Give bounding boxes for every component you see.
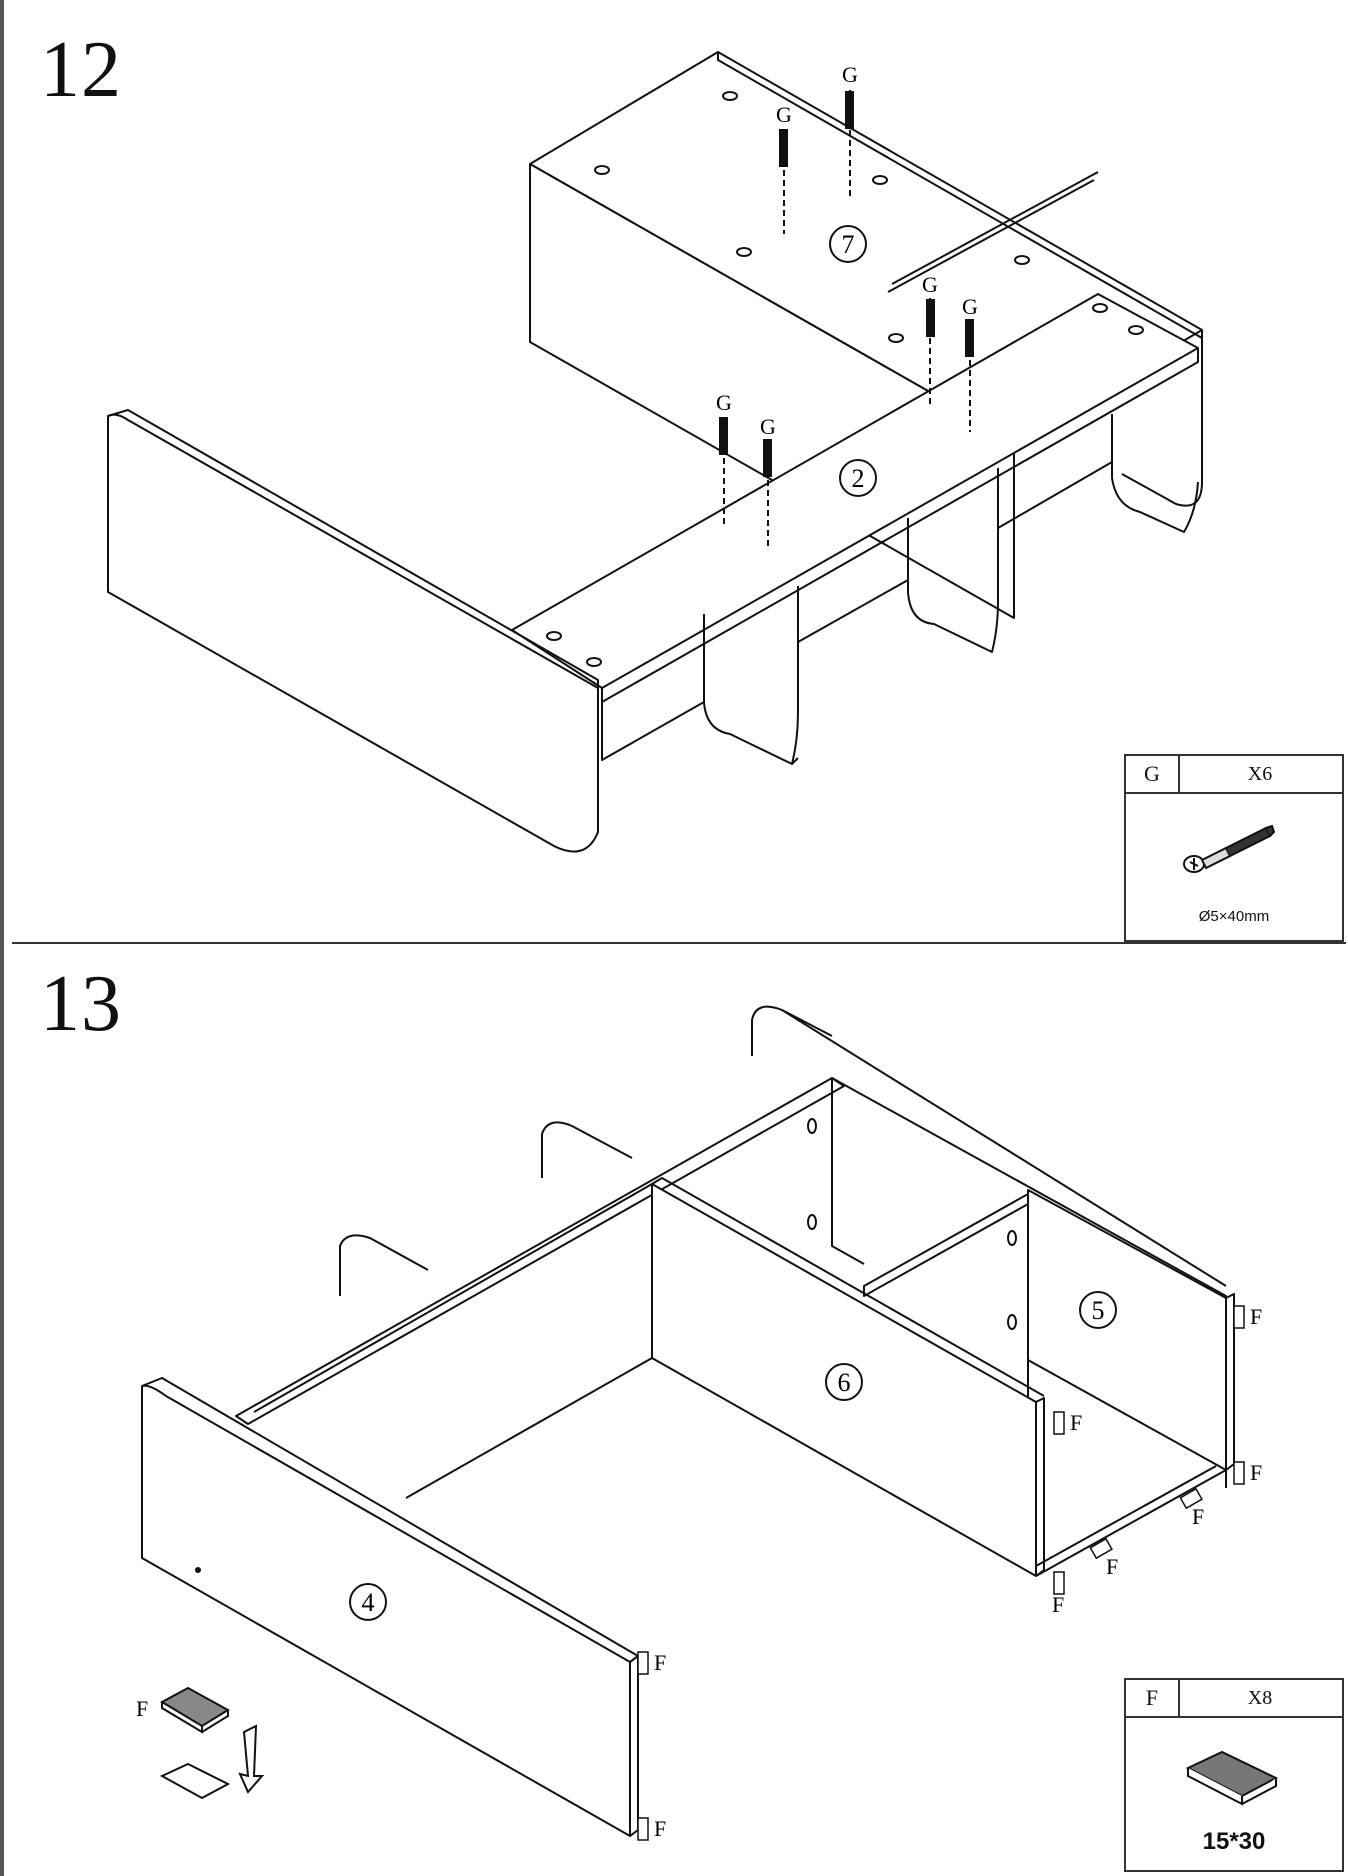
screw-label: G [760,414,776,439]
legend-spec: 15*30 [1202,1828,1266,1855]
step-13-panel: 13 [12,946,1346,1874]
step-13-drawing: 5 6 4 F F F F F F F F F [136,1005,1262,1841]
step-12-panel: 12 [12,12,1346,944]
part-label-2: 2 [852,464,865,493]
pad-detail [159,1686,265,1800]
pad-icon [1185,1750,1279,1806]
pad-label: F [1106,1554,1118,1579]
legend-hardware-id: G [1126,756,1180,792]
screw-label: G [776,102,792,127]
screw-label: G [922,272,938,297]
screw-label: G [962,294,978,319]
legend-header: F X8 [1126,1680,1342,1718]
legend-quantity: X8 [1247,1687,1273,1709]
legend-quantity: X6 [1247,763,1273,785]
legend-spec: Ø5×40mm [1198,908,1270,925]
part-label-7: 7 [842,230,855,259]
legend-hardware-id: F [1126,1680,1180,1716]
hardware-legend-f: F X8 15*30 [1124,1678,1344,1872]
step-12-drawing: 7 2 G G G G G G [107,51,1203,853]
screw-icon [1183,824,1276,873]
pad-label: F [1192,1504,1204,1529]
screws-g [719,90,974,548]
pad-label: F [1250,1304,1262,1329]
pad-label: F [654,1816,666,1841]
hardware-legend-g: G X6 Ø5×40mm [1124,754,1344,942]
screw-label: G [716,390,732,415]
panel-4 [141,1384,631,1837]
part-label-4: 4 [362,1588,375,1617]
step-number: 12 [40,26,122,114]
pad-label: F [1070,1410,1082,1435]
part-label-6: 6 [838,1368,851,1397]
pad-label: F [1250,1460,1262,1485]
pads-f [637,1305,1245,1841]
screw-label: G [842,62,858,87]
legend-header: G X6 [1126,756,1342,794]
page-left-rule [0,0,4,1876]
pad-label: F [654,1650,666,1675]
step-number: 13 [40,960,122,1048]
pad-label: F [136,1696,148,1721]
pad-label: F [1052,1592,1064,1617]
part-label-5: 5 [1092,1296,1105,1325]
